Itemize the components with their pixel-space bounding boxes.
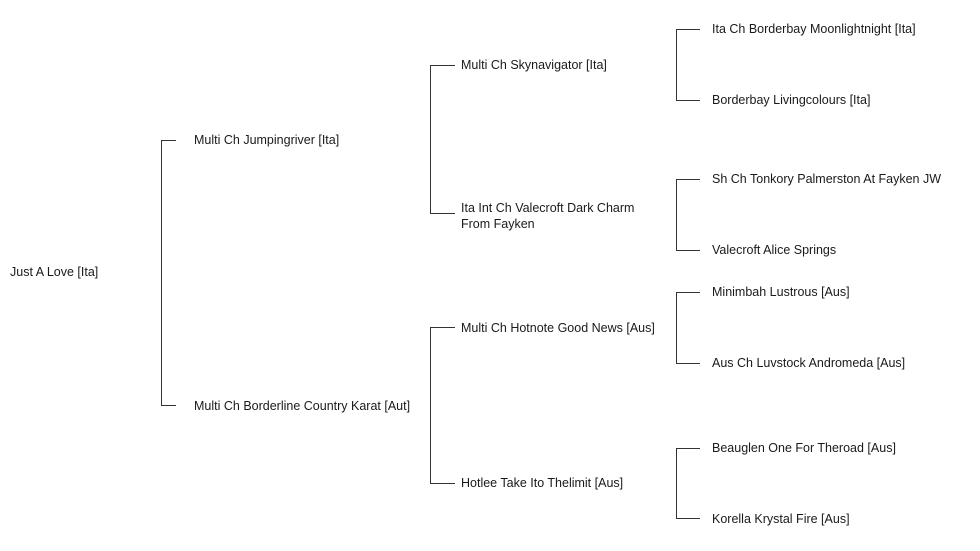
sire-sire-sire-name: Ita Ch Borderbay Moonlightnight [Ita] bbox=[712, 22, 916, 36]
connector-subject bbox=[161, 140, 176, 406]
sire-sire-name: Multi Ch Skynavigator [Ita] bbox=[461, 58, 607, 72]
connector-dam-sire bbox=[676, 292, 700, 364]
dam-sire-name: Multi Ch Hotnote Good News [Aus] bbox=[461, 321, 655, 335]
dam-sire-dam-name: Aus Ch Luvstock Andromeda [Aus] bbox=[712, 356, 906, 370]
connector-dam bbox=[430, 327, 455, 484]
dam-sire-sire-name: Minimbah Lustrous [Aus] bbox=[712, 285, 850, 299]
sire-dam-dam-name: Valecroft Alice Springs bbox=[712, 243, 837, 257]
connector-sire-sire bbox=[676, 29, 700, 101]
sire-sire-dam-name: Borderbay Livingcolours [Ita] bbox=[712, 93, 871, 107]
sire-dam-name: Ita Int Ch Valecroft Dark Charm From Fay… bbox=[461, 201, 635, 231]
subject-name: Just A Love [Ita] bbox=[10, 265, 99, 279]
connector-sire bbox=[430, 65, 455, 214]
dam-dam-sire-name: Beauglen One For Theroad [Aus] bbox=[712, 441, 896, 455]
dam-name: Multi Ch Borderline Country Karat [Aut] bbox=[194, 399, 411, 413]
sire-name: Multi Ch Jumpingriver [Ita] bbox=[194, 133, 340, 147]
dam-dam-dam-name: Korella Krystal Fire [Aus] bbox=[712, 512, 850, 526]
sire-dam-sire-name: Sh Ch Tonkory Palmerston At Fayken JW bbox=[712, 172, 942, 186]
connector-dam-dam bbox=[676, 448, 700, 519]
dam-dam-name: Hotlee Take Ito Thelimit [Aus] bbox=[461, 476, 624, 490]
connector-sire-dam bbox=[676, 179, 700, 251]
